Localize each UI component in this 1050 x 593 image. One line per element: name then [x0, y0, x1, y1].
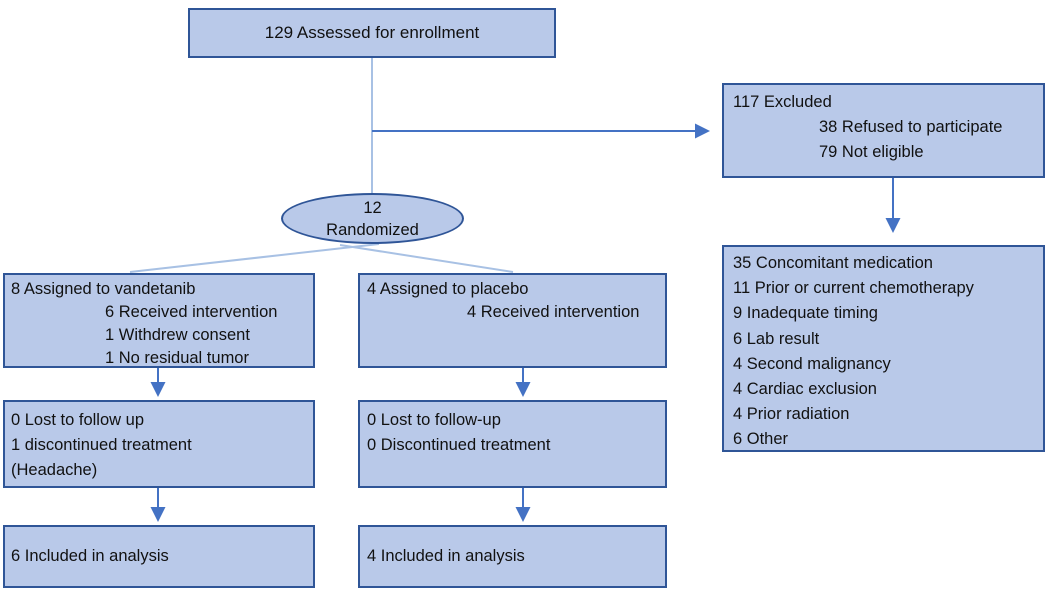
vandetanib-followup-line: 1 discontinued treatment [11, 436, 192, 454]
excluded-box: 117 Excluded 38 Refused to participate 7… [722, 83, 1045, 178]
vandetanib-followup-line: 0 Lost to follow up [11, 411, 144, 429]
vandetanib-arm-detail: 1 Withdrew consent [105, 326, 250, 344]
placebo-followup-box: 0 Lost to follow-up 0 Discontinued treat… [358, 400, 667, 488]
assessed-for-enrollment-box: 129 Assessed for enrollment [188, 8, 556, 58]
exclusion-reasons-box: 35 Concomitant medication 11 Prior or cu… [722, 245, 1045, 452]
vandetanib-arm-detail: 1 No residual tumor [105, 349, 249, 367]
placebo-arm-heading: 4 Assigned to placebo [367, 280, 529, 298]
placebo-followup-line: 0 Discontinued treatment [367, 436, 551, 454]
placebo-arm-box: 4 Assigned to placebo 4 Received interve… [358, 273, 667, 368]
excluded-reason: 38 Refused to participate [819, 118, 1003, 136]
randomized-count: 12 [363, 198, 382, 217]
vandetanib-analysis-box: 6 Included in analysis [3, 525, 315, 588]
exclusion-reason: 6 Other [733, 430, 789, 449]
randomized-label: Randomized [326, 220, 419, 239]
exclusion-reason: 11 Prior or current chemotherapy [733, 279, 974, 298]
exclusion-reason: 4 Cardiac exclusion [733, 380, 877, 399]
exclusion-reason: 35 Concomitant medication [733, 254, 933, 272]
vandetanib-arm-heading: 8 Assigned to vandetanib [11, 280, 196, 298]
exclusion-reason: 4 Second malignancy [733, 354, 891, 373]
exclusion-reason: 6 Lab result [733, 329, 820, 348]
randomized-ellipse: 12 Randomized [281, 193, 464, 244]
vandetanib-followup-box: 0 Lost to follow up 1 discontinued treat… [3, 400, 315, 488]
placebo-arm-detail: 4 Received intervention [467, 303, 640, 321]
vandetanib-arm-detail: 6 Received intervention [105, 303, 278, 321]
excluded-heading: 117 Excluded [733, 93, 832, 111]
connector-randomized-to-placebo [339, 244, 514, 273]
exclusion-reason: 9 Inadequate timing [733, 304, 878, 323]
placebo-analysis-box: 4 Included in analysis [358, 525, 667, 588]
placebo-analysis-text: 4 Included in analysis [367, 547, 525, 565]
vandetanib-followup-line: (Headache) [11, 461, 98, 479]
placebo-followup-line: 0 Lost to follow-up [367, 411, 501, 429]
vandetanib-analysis-text: 6 Included in analysis [11, 547, 169, 565]
connector-randomized-to-vandetanib [129, 243, 380, 273]
vandetanib-arm-box: 8 Assigned to vandetanib 6 Received inte… [3, 273, 315, 368]
excluded-reason: 79 Not eligible [819, 143, 924, 161]
assessed-text: 129 Assessed for enrollment [264, 23, 480, 42]
exclusion-reason: 4 Prior radiation [733, 405, 850, 424]
